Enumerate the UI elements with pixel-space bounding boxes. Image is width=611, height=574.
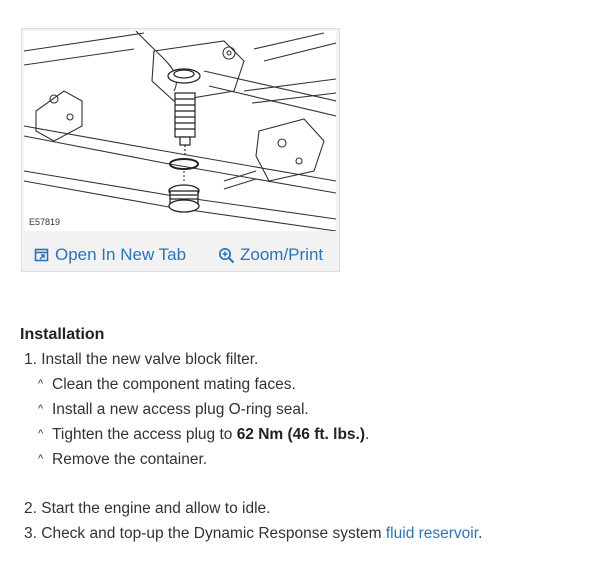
zoom-print-label: Zoom/Print (240, 245, 324, 264)
valve-block-filter-diagram: E57819 (24, 31, 336, 231)
step-2: 2. Start the engine and allow to idle. (24, 496, 600, 521)
fluid-reservoir-link[interactable]: fluid reservoir (385, 525, 479, 542)
substep-oring: ^ Install a new access plug O-ring seal. (38, 397, 600, 422)
open-in-new-tab-link[interactable]: Open In New Tab (34, 245, 186, 265)
step-number: 2. (24, 500, 37, 517)
figure-card: E57819 Open In New Tab (21, 28, 340, 272)
torque-value: 62 Nm (46 ft. lbs.) (236, 426, 366, 443)
section-heading: Installation (20, 326, 105, 343)
caret-icon: ^ (38, 453, 44, 465)
step-3: 3. Check and top-up the Dynamic Response… (24, 521, 600, 546)
step-number: 3. (24, 525, 37, 542)
step-text: Start the engine and allow to idle. (41, 500, 271, 517)
step-1-substeps: ^ Clean the component mating faces. ^ Inst… (20, 372, 600, 472)
step-number: 1. (24, 351, 37, 368)
spacer (20, 472, 600, 496)
caret-icon: ^ (38, 378, 44, 390)
substep-suffix: . (365, 426, 370, 443)
substep-tighten: ^ Tighten the access plug to 62 Nm (46 ft… (38, 422, 600, 447)
step-suffix: . (478, 525, 483, 542)
step-text: Check and top-up the Dynamic Response sy… (41, 525, 386, 542)
substep-text: Remove the container. (52, 451, 208, 468)
installation-section: Installation 1. Install the new valve bl… (20, 322, 600, 546)
caret-icon: ^ (38, 428, 44, 440)
open-in-new-tab-icon (34, 247, 50, 263)
zoom-in-icon (218, 247, 235, 264)
substep-remove: ^ Remove the container. (38, 447, 600, 472)
substep-text: Install a new access plug O-ring seal. (52, 401, 309, 418)
zoom-print-link[interactable]: Zoom/Print (218, 245, 323, 265)
substep-clean: ^ Clean the component mating faces. (38, 372, 600, 397)
step-text: Install the new valve block filter. (41, 351, 259, 368)
substep-text: Clean the component mating faces. (52, 376, 296, 393)
figure-actions: Open In New Tab Zoom/Print (22, 237, 339, 271)
open-in-new-tab-label: Open In New Tab (55, 245, 187, 264)
caret-icon: ^ (38, 403, 44, 415)
figure-id-label: E57819 (29, 217, 60, 227)
substep-text: Tighten the access plug to (52, 426, 237, 443)
step-1: 1. Install the new valve block filter. (24, 347, 600, 372)
